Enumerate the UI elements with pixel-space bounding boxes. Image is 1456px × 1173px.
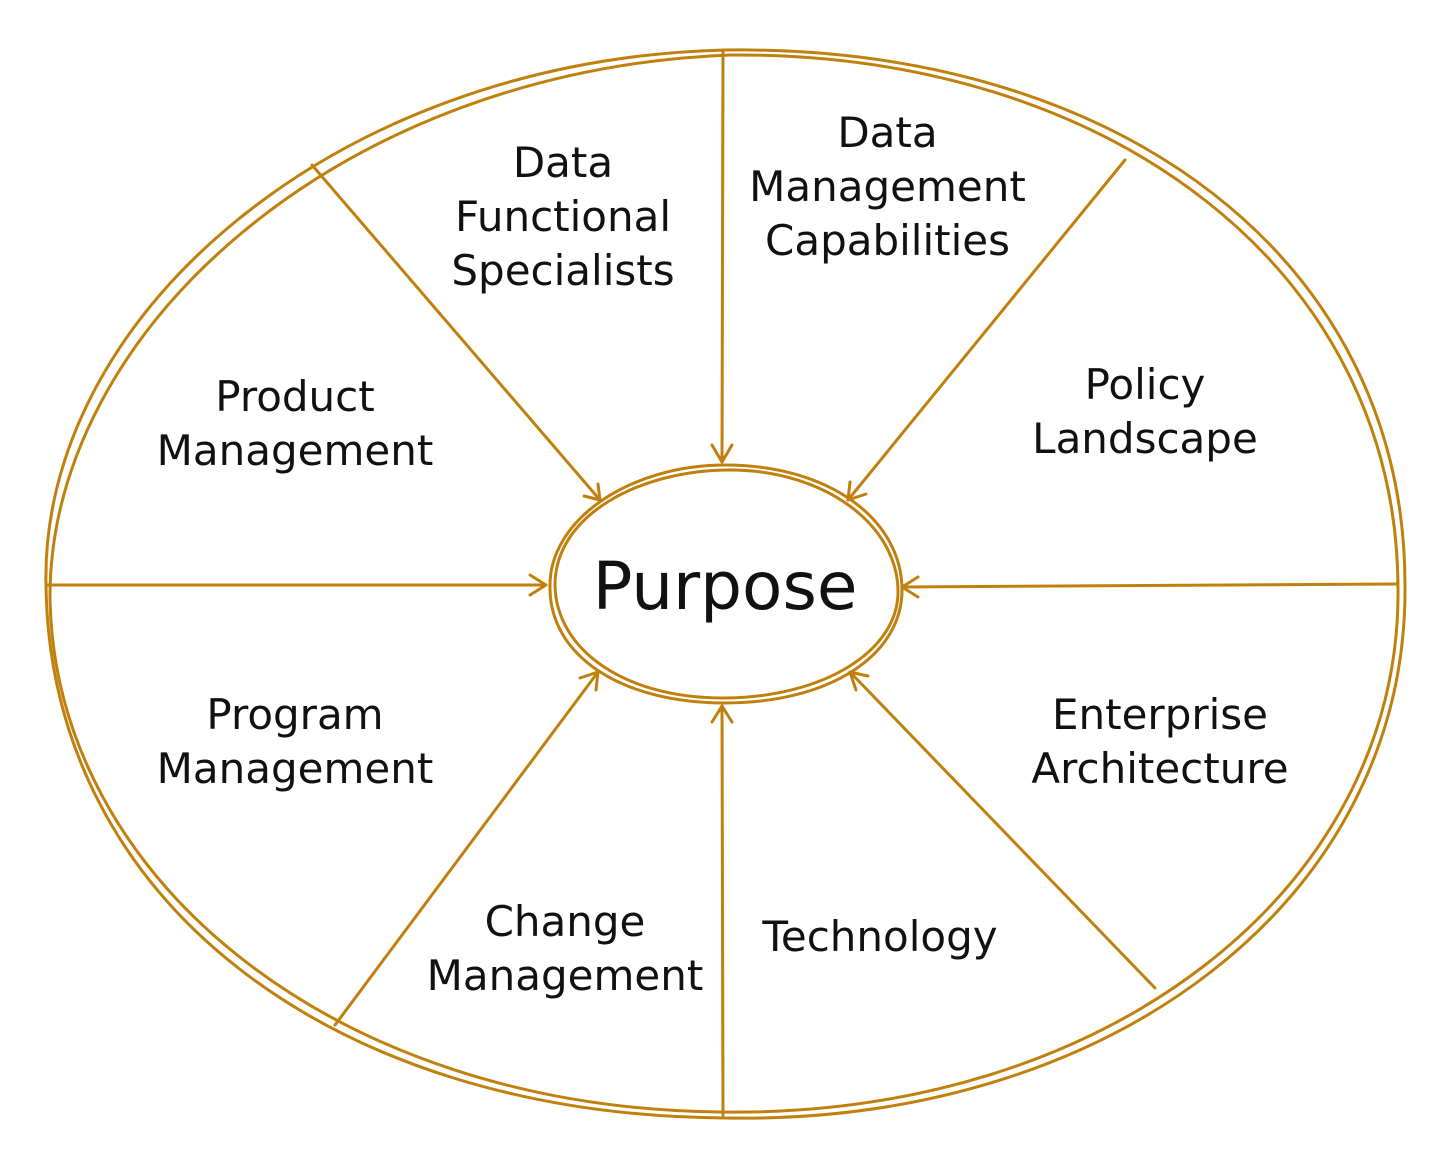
segment-policy-landscape: Policy Landscape — [1010, 358, 1280, 466]
segment-program-management: Program Management — [140, 688, 450, 796]
segment-line: Enterprise — [1051, 690, 1269, 739]
segment-line: Functional — [454, 192, 672, 241]
segment-line: Management — [156, 426, 434, 475]
outer-ellipse-sketch — [48, 53, 1400, 1114]
segment-line: Capabilities — [765, 216, 1010, 265]
spoke-bottom-right — [848, 670, 1157, 990]
segment-line: Architecture — [1031, 744, 1289, 793]
center-purpose-label: Purpose — [592, 548, 858, 625]
segment-data-functional-specialists: Data Functional Specialists — [428, 136, 698, 298]
segment-line: Management — [426, 951, 704, 1000]
segment-line: Landscape — [1032, 414, 1258, 463]
segment-line: Management — [156, 744, 434, 793]
spoke-top-left — [310, 163, 602, 502]
spoke-bottom — [710, 704, 734, 1117]
segment-data-management-capabilities: Data Management Capabilities — [730, 106, 1045, 268]
segment-line: Program — [206, 690, 384, 739]
segment-line: Management — [749, 162, 1026, 211]
spoke-top-right — [846, 158, 1127, 502]
spoke-top — [710, 50, 734, 464]
segment-line: Data — [837, 108, 938, 157]
center-ellipse-sketch — [553, 468, 900, 700]
segment-line: Data — [512, 138, 614, 187]
outer-ellipse — [44, 48, 1407, 1120]
segment-enterprise-architecture: Enterprise Architecture — [1010, 688, 1310, 796]
segment-technology: Technology — [740, 910, 1020, 964]
spoke-bottom-left — [333, 670, 600, 1027]
segment-line: Product — [215, 372, 375, 421]
spoke-left — [46, 573, 548, 597]
segment-line: Policy — [1084, 360, 1206, 409]
segment-line: Specialists — [451, 246, 675, 295]
segment-line: Change — [484, 897, 646, 946]
segment-line: Technology — [762, 912, 998, 961]
spoke-right — [900, 575, 1400, 599]
segment-change-management: Change Management — [410, 895, 720, 1003]
center-ellipse — [548, 463, 904, 705]
segment-product-management: Product Management — [140, 370, 450, 478]
